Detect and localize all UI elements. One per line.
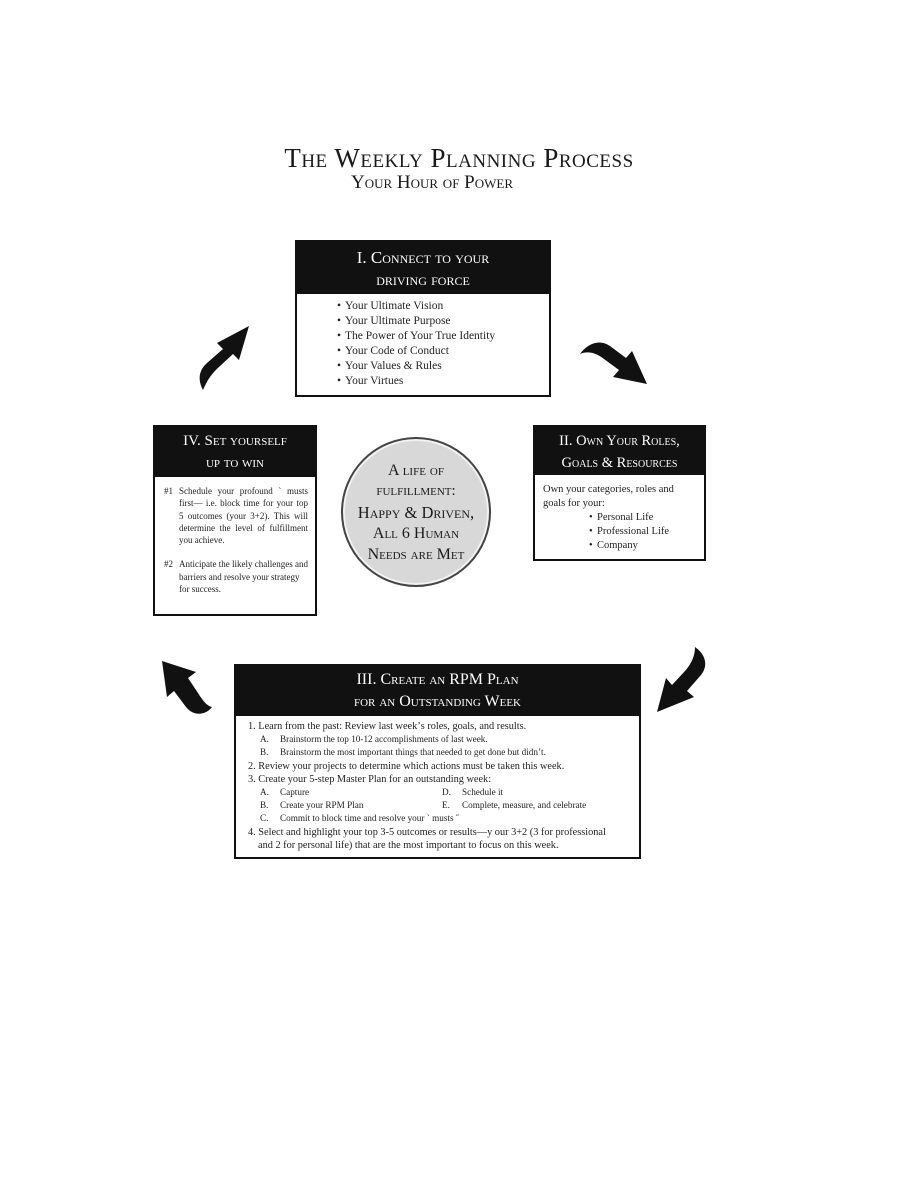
list-item: Your Code of Conduct: [337, 344, 549, 359]
list-item: C. Commit to block time and resolve your…: [260, 813, 459, 824]
step-2-roles-box: II. Own Your Roles, Goals & Resources Ow…: [533, 425, 706, 561]
list-item: A. Brainstorm the top 10-12 accomplishme…: [260, 734, 488, 745]
step-4-setup-box: IV. Set yourself up to win #1 Schedule y…: [153, 425, 317, 616]
list-item: and 2 for personal life) that are the mo…: [258, 839, 559, 851]
list-item: A.Capture D.Schedule it: [260, 787, 504, 798]
arrow-down-right-icon: [580, 342, 647, 384]
step-4-heading: IV. Set yourself up to win: [155, 427, 315, 477]
step-1-heading: I. Connect to your driving force: [297, 242, 549, 294]
step-2-list: Personal Life Professional Life Company: [543, 511, 698, 553]
list-item: #1 Schedule your profound ` musts first—…: [164, 486, 308, 546]
list-item: Company: [589, 539, 698, 553]
step-3-body: 1. Learn from the past: Review last week…: [236, 716, 639, 852]
page-subtitle: Your Hour of Power: [350, 172, 514, 193]
step-1-body: Your Ultimate Vision Your Ultimate Purpo…: [297, 294, 549, 389]
list-item: Professional Life: [589, 525, 698, 539]
list-item: 2. Review your projects to determine whi…: [248, 760, 565, 772]
list-item: B.Create your RPM Plan E.Complete, measu…: [260, 800, 587, 811]
list-item: #2 Anticipate the likely challenges and …: [164, 559, 308, 595]
page-title: The Weekly Planning Process: [284, 143, 634, 173]
list-item: B. Brainstorm the most important things …: [260, 747, 546, 758]
step-3-heading: III. Create an RPM Plan for an Outstandi…: [236, 666, 639, 716]
step-2-body: Own your categories, roles and goals for…: [535, 475, 704, 553]
list-item: 3. Create your 5-step Master Plan for an…: [248, 773, 492, 785]
list-item: Your Values & Rules: [337, 359, 549, 374]
list-item: Your Ultimate Purpose: [337, 314, 549, 329]
center-goal-circle: A life of fulfillment: Happy & Driven, A…: [341, 437, 491, 587]
list-item: 1. Learn from the past: Review last week…: [248, 721, 527, 732]
step-2-heading: II. Own Your Roles, Goals & Resources: [535, 427, 704, 475]
step-3-rpm-box: III. Create an RPM Plan for an Outstandi…: [234, 664, 641, 859]
arrow-up-left-icon: [162, 661, 212, 714]
step-1-connect-box: I. Connect to your driving force Your Ul…: [295, 240, 551, 397]
list-item: Personal Life: [589, 511, 698, 525]
list-item: 4. Select and highlight your top 3-5 out…: [248, 826, 606, 838]
list-item: Your Ultimate Vision: [337, 299, 549, 314]
step-1-list: Your Ultimate Vision Your Ultimate Purpo…: [337, 299, 549, 389]
arrow-up-right-icon: [199, 326, 249, 390]
step-4-body: #1 Schedule your profound ` musts first—…: [155, 477, 315, 595]
arrow-down-left-icon: [657, 647, 706, 712]
list-item: Your Virtues: [337, 374, 549, 389]
list-item: The Power of Your True Identity: [337, 329, 549, 344]
step-2-intro: Own your categories, roles and goals for…: [543, 484, 674, 509]
